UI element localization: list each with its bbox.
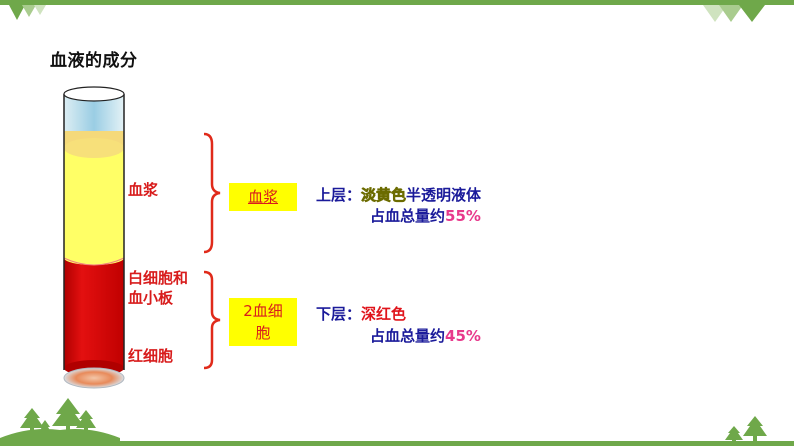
slide-title: 血液的成分 [50, 51, 138, 71]
label-rbc: 红细胞 [128, 347, 174, 365]
lower-layer-desc: 下层：深红色 [316, 303, 406, 325]
upper-color-word: 淡黄色 [361, 186, 407, 205]
decor-triangle-icon [739, 5, 765, 22]
trees-right-icon [725, 416, 767, 443]
blood-cells-box-line1: 2血细 [243, 302, 283, 320]
upper-prefix: 上层： [316, 186, 362, 204]
plasma-box-text: 血浆 [247, 188, 278, 206]
upper-ratio-prefix: 占血总量约 [370, 207, 446, 225]
upper-layer-desc: 上层：淡黄色半透明液体 [316, 184, 481, 206]
decor-triangle-icon [9, 5, 25, 20]
label-plasma: 血浆 [128, 181, 159, 199]
decor-triangle-icon [719, 5, 743, 22]
test-tube-illustration [63, 86, 125, 389]
bottom-decor-bar [0, 441, 794, 446]
decor-triangle-icon [34, 5, 46, 15]
brace-lower-icon [203, 270, 221, 370]
brace-upper-icon [203, 132, 221, 254]
blood-cells-box: 2血细 胞 [229, 298, 297, 346]
plasma-box: 血浆 [229, 183, 297, 211]
lower-ratio: 占血总量约45% [370, 325, 481, 347]
upper-rest: 半透明液体 [406, 186, 482, 204]
label-wbc-platelets-2: 血小板 [128, 289, 174, 307]
top-decor-bar [0, 0, 794, 5]
label-wbc-platelets-1: 白细胞和 [128, 269, 189, 287]
trees-left-icon [0, 398, 120, 446]
lower-prefix: 下层： [316, 305, 362, 323]
upper-ratio: 占血总量约55% [370, 205, 481, 227]
decor-triangle-icon [22, 5, 36, 17]
lower-ratio-value: 45% [445, 327, 481, 345]
blood-cells-box-line2: 胞 [255, 324, 271, 342]
upper-ratio-value: 55% [445, 207, 481, 225]
lower-color-word: 深红色 [361, 305, 407, 323]
lower-ratio-prefix: 占血总量约 [370, 327, 446, 345]
